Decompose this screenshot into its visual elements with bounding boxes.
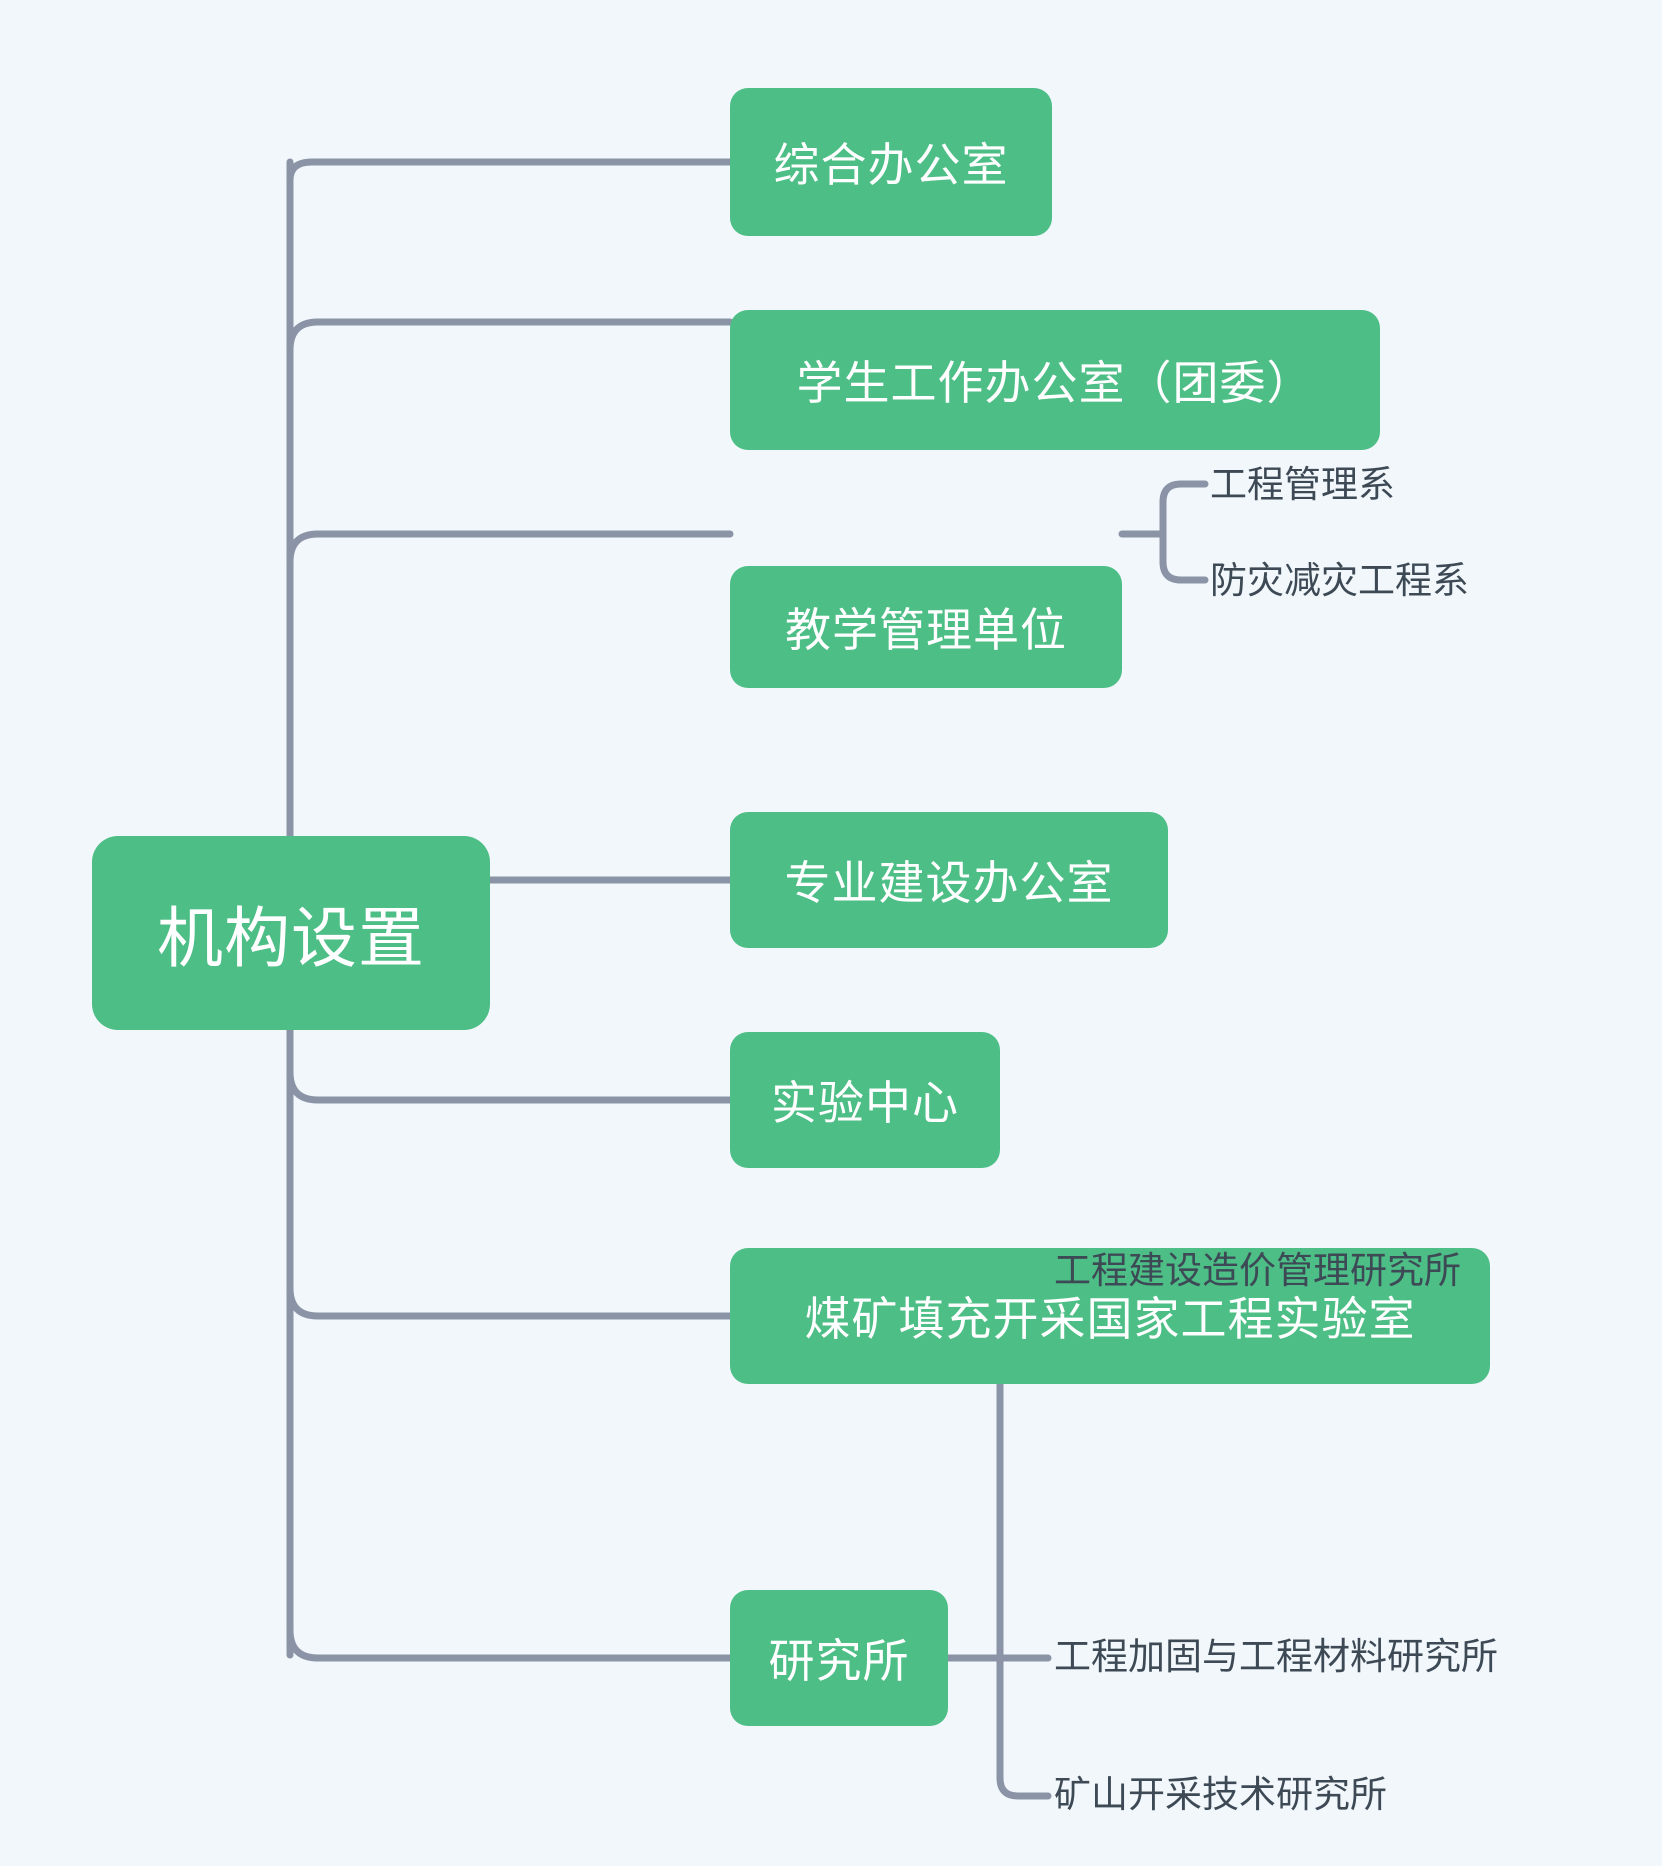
- branch-node-major-construction-office[interactable]: 专业建设办公室: [730, 812, 1168, 948]
- connector-branch-6: [286, 1284, 734, 1320]
- connector-sub-institute-2b: [1000, 1438, 1048, 1658]
- connector-branch-2: [286, 318, 734, 354]
- branch-node-experiment-center[interactable]: 实验中心: [730, 1032, 1000, 1168]
- connector-branch-5: [286, 1068, 734, 1104]
- leaf-mining-technology-institute[interactable]: 矿山开采技术研究所: [1054, 1774, 1387, 1815]
- branch-node-teaching-management-unit[interactable]: 教学管理单位: [730, 566, 1122, 688]
- branch-node-student-affairs-office[interactable]: 学生工作办公室（团委）: [730, 310, 1380, 450]
- leaf-disaster-prevention-dept[interactable]: 防灾减灾工程系: [1210, 560, 1469, 601]
- leaf-construction-cost-institute[interactable]: 工程建设造价管理研究所: [1054, 1250, 1461, 1291]
- connector-branch-1: [286, 158, 734, 184]
- connector-branch-7: [286, 1626, 734, 1662]
- branch-node-general-office[interactable]: 综合办公室: [730, 88, 1052, 236]
- branch-node-national-engineering-lab[interactable]: 煤矿填充开采国家工程实验室: [730, 1248, 1490, 1384]
- leaf-engineering-management-dept[interactable]: 工程管理系: [1210, 464, 1395, 505]
- connector-sub-teaching-2: [1159, 530, 1209, 584]
- root-node[interactable]: 机构设置: [92, 836, 490, 1030]
- branch-node-research-institutes[interactable]: 研究所: [730, 1590, 948, 1726]
- connector-branch-3: [286, 530, 734, 566]
- leaf-reinforcement-materials-institute[interactable]: 工程加固与工程材料研究所: [1054, 1636, 1498, 1677]
- connector-sub-teaching-1: [1159, 480, 1209, 538]
- connector-sub-institute-3: [996, 1654, 1052, 1800]
